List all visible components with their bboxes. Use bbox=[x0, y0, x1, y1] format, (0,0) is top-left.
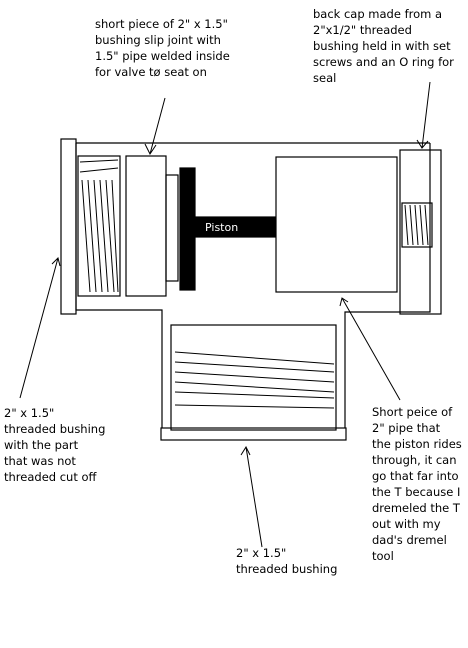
bottom-bushing-flange bbox=[160, 427, 347, 441]
tee-body-outline bbox=[75, 142, 431, 428]
valve-seat-pipe bbox=[165, 174, 179, 282]
arrow-pipe bbox=[339, 297, 401, 401]
arrow-left-bushing bbox=[19, 257, 61, 399]
arrow-back-cap bbox=[416, 81, 431, 149]
piston-label: Piston bbox=[205, 221, 238, 234]
back-cap-threads bbox=[401, 202, 433, 248]
left-bushing-note: 2" x 1.5" threaded bushing with the part… bbox=[4, 406, 106, 484]
arrow-bottom-bushing bbox=[240, 445, 263, 548]
left-bushing-flange bbox=[60, 138, 77, 315]
left-bushing-insert bbox=[77, 155, 121, 297]
piston-guide-pipe bbox=[275, 156, 398, 293]
piston-head bbox=[179, 167, 196, 291]
arrow-slip-joint bbox=[144, 97, 166, 155]
slip-joint-bushing bbox=[125, 155, 167, 297]
back-cap bbox=[399, 149, 442, 315]
back-cap-note: back cap made from a 2"x1/2" threaded bu… bbox=[313, 7, 454, 85]
bottom-bushing-body bbox=[170, 324, 337, 431]
pipe-note: Short peice of 2" pipe that the piston r… bbox=[372, 405, 462, 563]
bottom-bushing-note: 2" x 1.5" threaded bushing bbox=[236, 546, 338, 576]
slip-joint-note: short piece of 2" x 1.5" bushing slip jo… bbox=[95, 17, 230, 79]
leader-arrows bbox=[19, 81, 431, 548]
bottom-thread-lines bbox=[174, 351, 335, 409]
left-thread-lines bbox=[79, 159, 119, 293]
back-cap-thread-lines bbox=[404, 204, 429, 246]
